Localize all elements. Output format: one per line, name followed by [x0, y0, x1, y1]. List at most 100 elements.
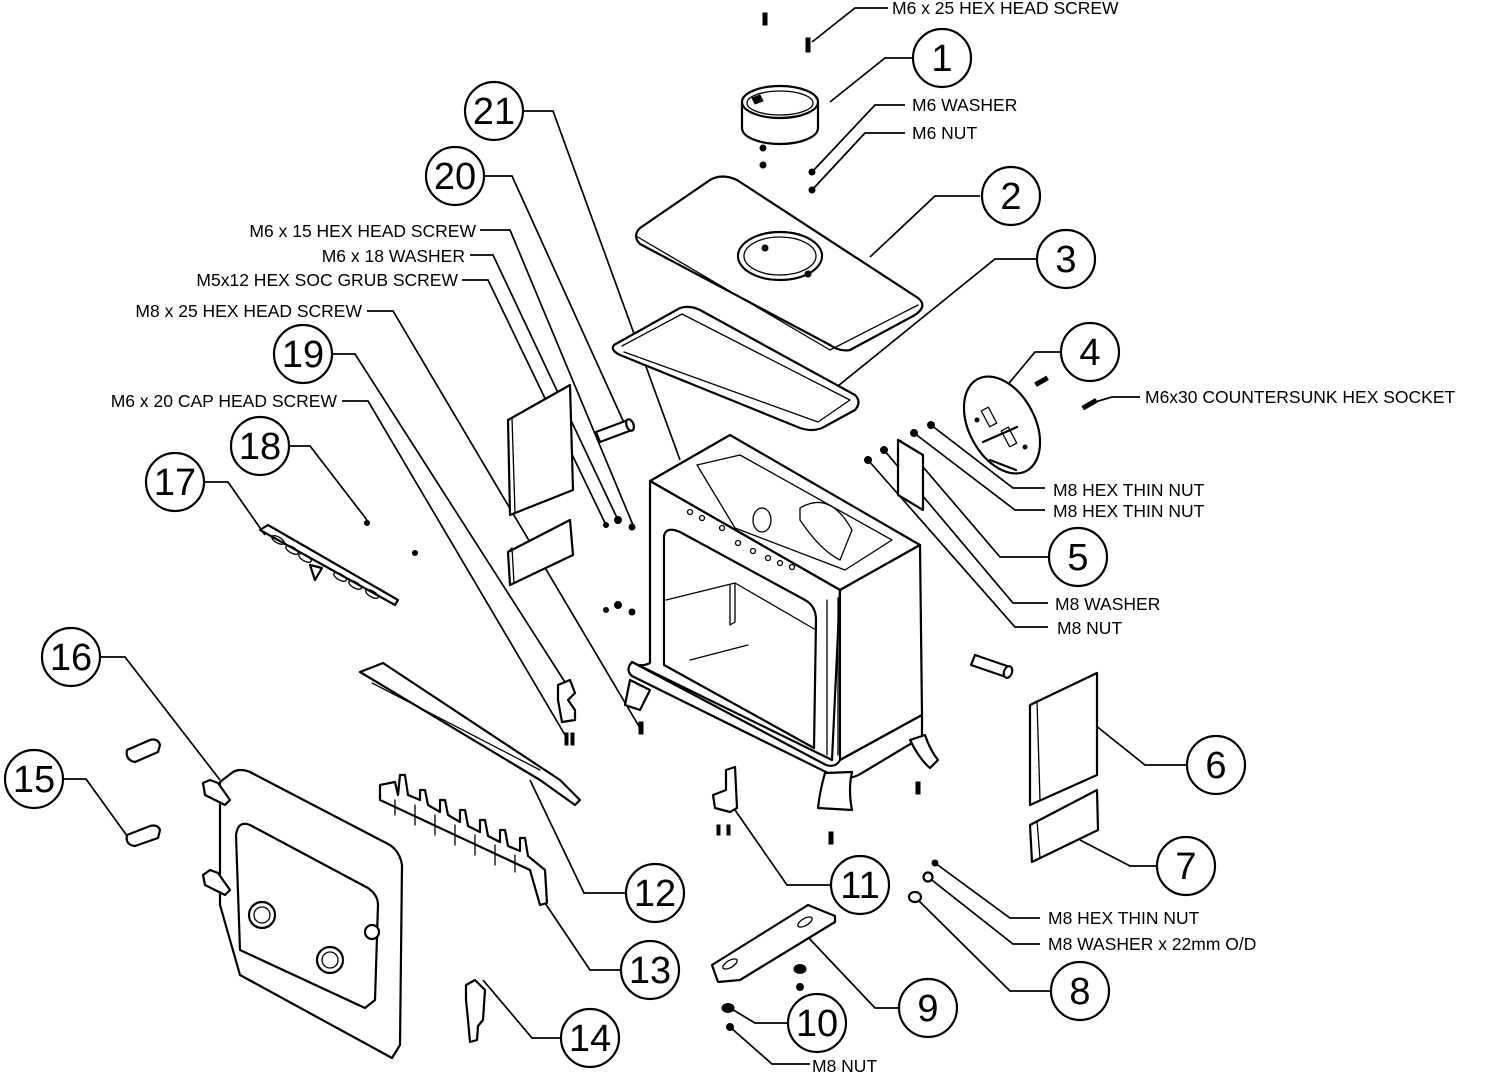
callout-12: 12 — [624, 862, 686, 924]
washer-icon — [922, 871, 934, 883]
screw-icon — [570, 732, 575, 746]
label-m8-hex-thin-nut-c: M8 HEX THIN NUT — [1048, 908, 1200, 928]
leader-m6x20 — [342, 400, 569, 741]
callout-number: 4 — [1079, 332, 1100, 374]
callout-number: 10 — [796, 1003, 838, 1045]
leader-20 — [483, 175, 626, 426]
fasteners-top — [759, 12, 816, 194]
leader-3 — [832, 258, 1037, 391]
part-2-top-plate — [634, 175, 924, 352]
callout-circle — [786, 992, 848, 1054]
screw-icon — [828, 831, 834, 845]
callout-circle — [897, 977, 959, 1039]
callout-circle — [1035, 228, 1097, 290]
nut-icon — [726, 1023, 734, 1031]
callout-circle — [559, 1007, 621, 1069]
callout-number: 2 — [1000, 176, 1021, 218]
part-6-firebrick — [1028, 671, 1099, 807]
label-m5x12-hex-soc-grub-screw: M5x12 HEX SOC GRUB SCREW — [196, 270, 458, 290]
air-control-knob-icon — [247, 900, 277, 930]
callout-20: 20 — [424, 145, 486, 207]
part-15-hinges — [125, 738, 162, 848]
part-14-latch — [464, 978, 487, 1044]
callout-number: 8 — [1069, 971, 1090, 1013]
screw-icon — [1034, 375, 1049, 387]
leader-m8-washer-22mm — [927, 876, 1040, 945]
label-m6x20-cap-head-screw: M6 x 20 CAP HEAD SCREW — [111, 391, 338, 411]
leader-7 — [1079, 839, 1158, 867]
callout-circle — [980, 165, 1042, 227]
leader-18 — [288, 445, 368, 521]
part-1-flue-collar — [740, 84, 820, 146]
callout-circle — [1059, 321, 1121, 383]
part-9-plate — [710, 903, 837, 984]
callout-2: 2 — [980, 165, 1042, 227]
leader-6 — [1094, 724, 1188, 766]
callout-number: 21 — [473, 91, 515, 133]
washer-icon — [880, 446, 888, 454]
rod-right — [969, 653, 1014, 679]
label-m8-nut-right: M8 NUT — [1057, 618, 1122, 638]
callout-15: 15 — [3, 748, 65, 810]
label-m6x15-hex-head-screw: M6 x 15 HEX HEAD SCREW — [249, 221, 476, 241]
leader-m6x15 — [480, 229, 634, 526]
callout-circle — [144, 451, 206, 513]
nut-icon — [864, 456, 872, 464]
callout-circle — [3, 748, 65, 810]
label-m6x18-washer: M6 x 18 WASHER — [322, 246, 465, 266]
leader-11 — [734, 809, 830, 886]
callout-17: 17 — [144, 451, 206, 513]
callout-circle — [911, 27, 973, 89]
leader-17 — [203, 481, 266, 536]
washer-icon — [721, 1003, 735, 1013]
leader-8 — [914, 896, 1050, 992]
leader-16 — [98, 656, 221, 781]
label-m8-nut-bottom: M8 NUT — [812, 1056, 877, 1074]
label-m8-washer: M8 WASHER — [1055, 594, 1160, 614]
leader-m8-hex-thin-nut-b — [913, 432, 1045, 511]
vent-holes — [686, 508, 796, 571]
screw-icon — [915, 781, 921, 795]
leader-m6-washer — [811, 104, 905, 173]
callout-1: 1 — [911, 27, 973, 89]
callout-9: 9 — [897, 977, 959, 1039]
callout-5: 5 — [1047, 526, 1109, 588]
callout-16: 16 — [40, 626, 102, 688]
part-7-firebrick — [1028, 788, 1100, 864]
leader-10 — [729, 1007, 787, 1024]
callout-circle — [624, 862, 686, 924]
callout-10: 10 — [786, 992, 848, 1054]
part-16-door — [201, 768, 404, 1060]
callout-number: 5 — [1067, 537, 1088, 579]
leader-m6-nut — [811, 132, 905, 191]
callout-number: 1 — [931, 38, 952, 80]
label-m8-hex-thin-nut-a: M8 HEX THIN NUT — [1053, 480, 1205, 500]
screw-icon — [628, 608, 636, 616]
fasteners-part-4 — [1034, 375, 1098, 411]
callout-circle — [424, 145, 486, 207]
leader-19 — [332, 353, 571, 691]
part-20-rod — [594, 418, 635, 444]
part-18-nut-icon — [364, 520, 370, 526]
callout-7: 7 — [1155, 835, 1217, 897]
leader-m8-hex-thin-nut-c — [934, 862, 1040, 919]
leader-13 — [544, 902, 620, 971]
part-8-fasteners — [907, 859, 939, 904]
callout-number: 11 — [840, 865, 879, 907]
leader-2 — [869, 195, 980, 258]
callout-circle — [40, 626, 102, 688]
callout-number: 20 — [434, 156, 476, 198]
callout-circle — [1155, 835, 1217, 897]
washer-icon — [808, 168, 816, 176]
callout-circle — [1049, 960, 1111, 1022]
label-m8x25-hex-head-screw: M8 x 25 HEX HEAD SCREW — [135, 301, 362, 321]
nut-icon — [808, 186, 816, 194]
screw-icon — [628, 523, 636, 531]
callout-circle — [229, 415, 291, 477]
countersunk-screw-icon — [1081, 398, 1098, 411]
label-m6-nut: M6 NUT — [912, 123, 977, 143]
fasteners-body — [603, 516, 921, 845]
leader-m8-hex-thin-nut-a — [930, 424, 1045, 489]
